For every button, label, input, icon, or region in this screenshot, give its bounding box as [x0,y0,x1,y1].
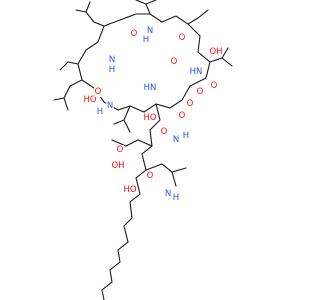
atom-label-bg-oh_acid [111,161,125,171]
atom-label-o_ring_3: O [171,57,178,67]
bond-lines [53,0,233,300]
atom-label-bg-o_right_1 [186,99,194,109]
atom-label-bg-n_ring_n [106,101,114,111]
bond-path-14 [111,139,153,147]
atom-label-h_ring_n: H [97,107,103,117]
atom-label-hn_top_2: HN [190,67,203,77]
atom-label-ho_lower: HO [143,113,156,123]
bond-path-1 [135,0,151,15]
atom-label-bg-n_top_1 [146,26,154,36]
atom-label-o_right_2: O [197,87,204,97]
atom-label-bg-oh_left [83,95,97,105]
bond-path-12 [123,119,131,133]
bond-path-5 [187,9,209,25]
atom-label-bg-n_chain_n [164,189,172,199]
atom-label-o_top_ring_1: O [131,29,138,39]
atom-label-n_lower_n: N [173,135,179,145]
bond-path-10 [63,97,69,111]
bond-path-7 [221,57,233,67]
atom-label-bg-h_chain_n [172,193,180,203]
atom-label-bg-o_chain [146,171,154,181]
atom-label-o_top_ring_2: O [179,33,186,43]
atom-label-hn_lower_1: HN [144,83,157,93]
bond-path-17 [101,241,129,300]
atom-label-n_ring_n: N [107,101,113,111]
atom-label-o_right_1: O [187,99,194,109]
atom-label-oh_acid: OH [111,161,124,171]
atom-label-bg-nh_top_1 [142,35,150,45]
atom-label-bg-o_acid [116,145,124,155]
atom-label-o_lower_2: O [161,127,168,137]
bond-path-9 [53,79,83,101]
atom-label-n_chain_n: N [165,189,171,199]
atom-label-o_lower_1: O [179,111,186,121]
atom-label-oh_top: OH [209,47,222,57]
atom-label-bg-h_ring_n [96,107,104,117]
atom-label-bg-o_left_1 [94,87,102,97]
bond-path-2 [145,0,157,5]
atom-label-bg-hn_top_2 [189,67,203,77]
atom-label-bg-o_lower_1 [178,111,186,121]
atom-label-nh_top_1: H [143,35,149,45]
atom-label-h_lower_n: H [183,131,189,141]
atom-label-o_ring_mid: O [211,81,218,91]
atom-label-o_left_1: O [95,87,102,97]
atom-label-bg-hn_lower_1 [143,83,157,93]
atom-label-oh_tail: HO [123,185,136,195]
atom-label-bg-o_top_ring_1 [130,29,138,39]
atom-label-bg-o_ring_mid [210,81,218,91]
atom-label-bg-o_right_2 [196,87,204,97]
bond-path-15 [145,163,187,173]
atom-label-n_top_1: N [147,26,153,36]
atom-label-bg-ho_lower [143,113,157,123]
atom-label-bg-n_lower_n [172,135,180,145]
atom-label-bg-oh_top [209,47,223,57]
atom-label-o_chain: O [147,171,154,181]
atom-label-bg-o_lower_2 [160,127,168,137]
atom-label-h_mid_1: H [109,65,115,75]
atom-label-h_chain_n: H [173,193,179,203]
bond-path-8 [59,61,79,71]
bond-path-16 [171,171,177,187]
atom-label-bg-nh_mid_1 [108,55,116,65]
bond-path-0 [77,13,211,113]
atom-label-bg-o_ring_3 [170,57,178,67]
atom-label-o_acid: O [117,145,124,155]
bond-path-13 [123,103,161,243]
atom-label-bg-h_lower_n [182,131,190,141]
bond-path-4 [85,1,91,13]
bond-path-3 [75,9,105,27]
atom-label-nh_mid_1: N [109,55,115,65]
atom-label-oh_left: HO [83,95,96,105]
atom-label-bg-o_top_ring_2 [178,33,186,43]
atom-label-bg-h_mid_1 [108,65,116,75]
atom-label-bg-oh_tail [123,185,137,195]
